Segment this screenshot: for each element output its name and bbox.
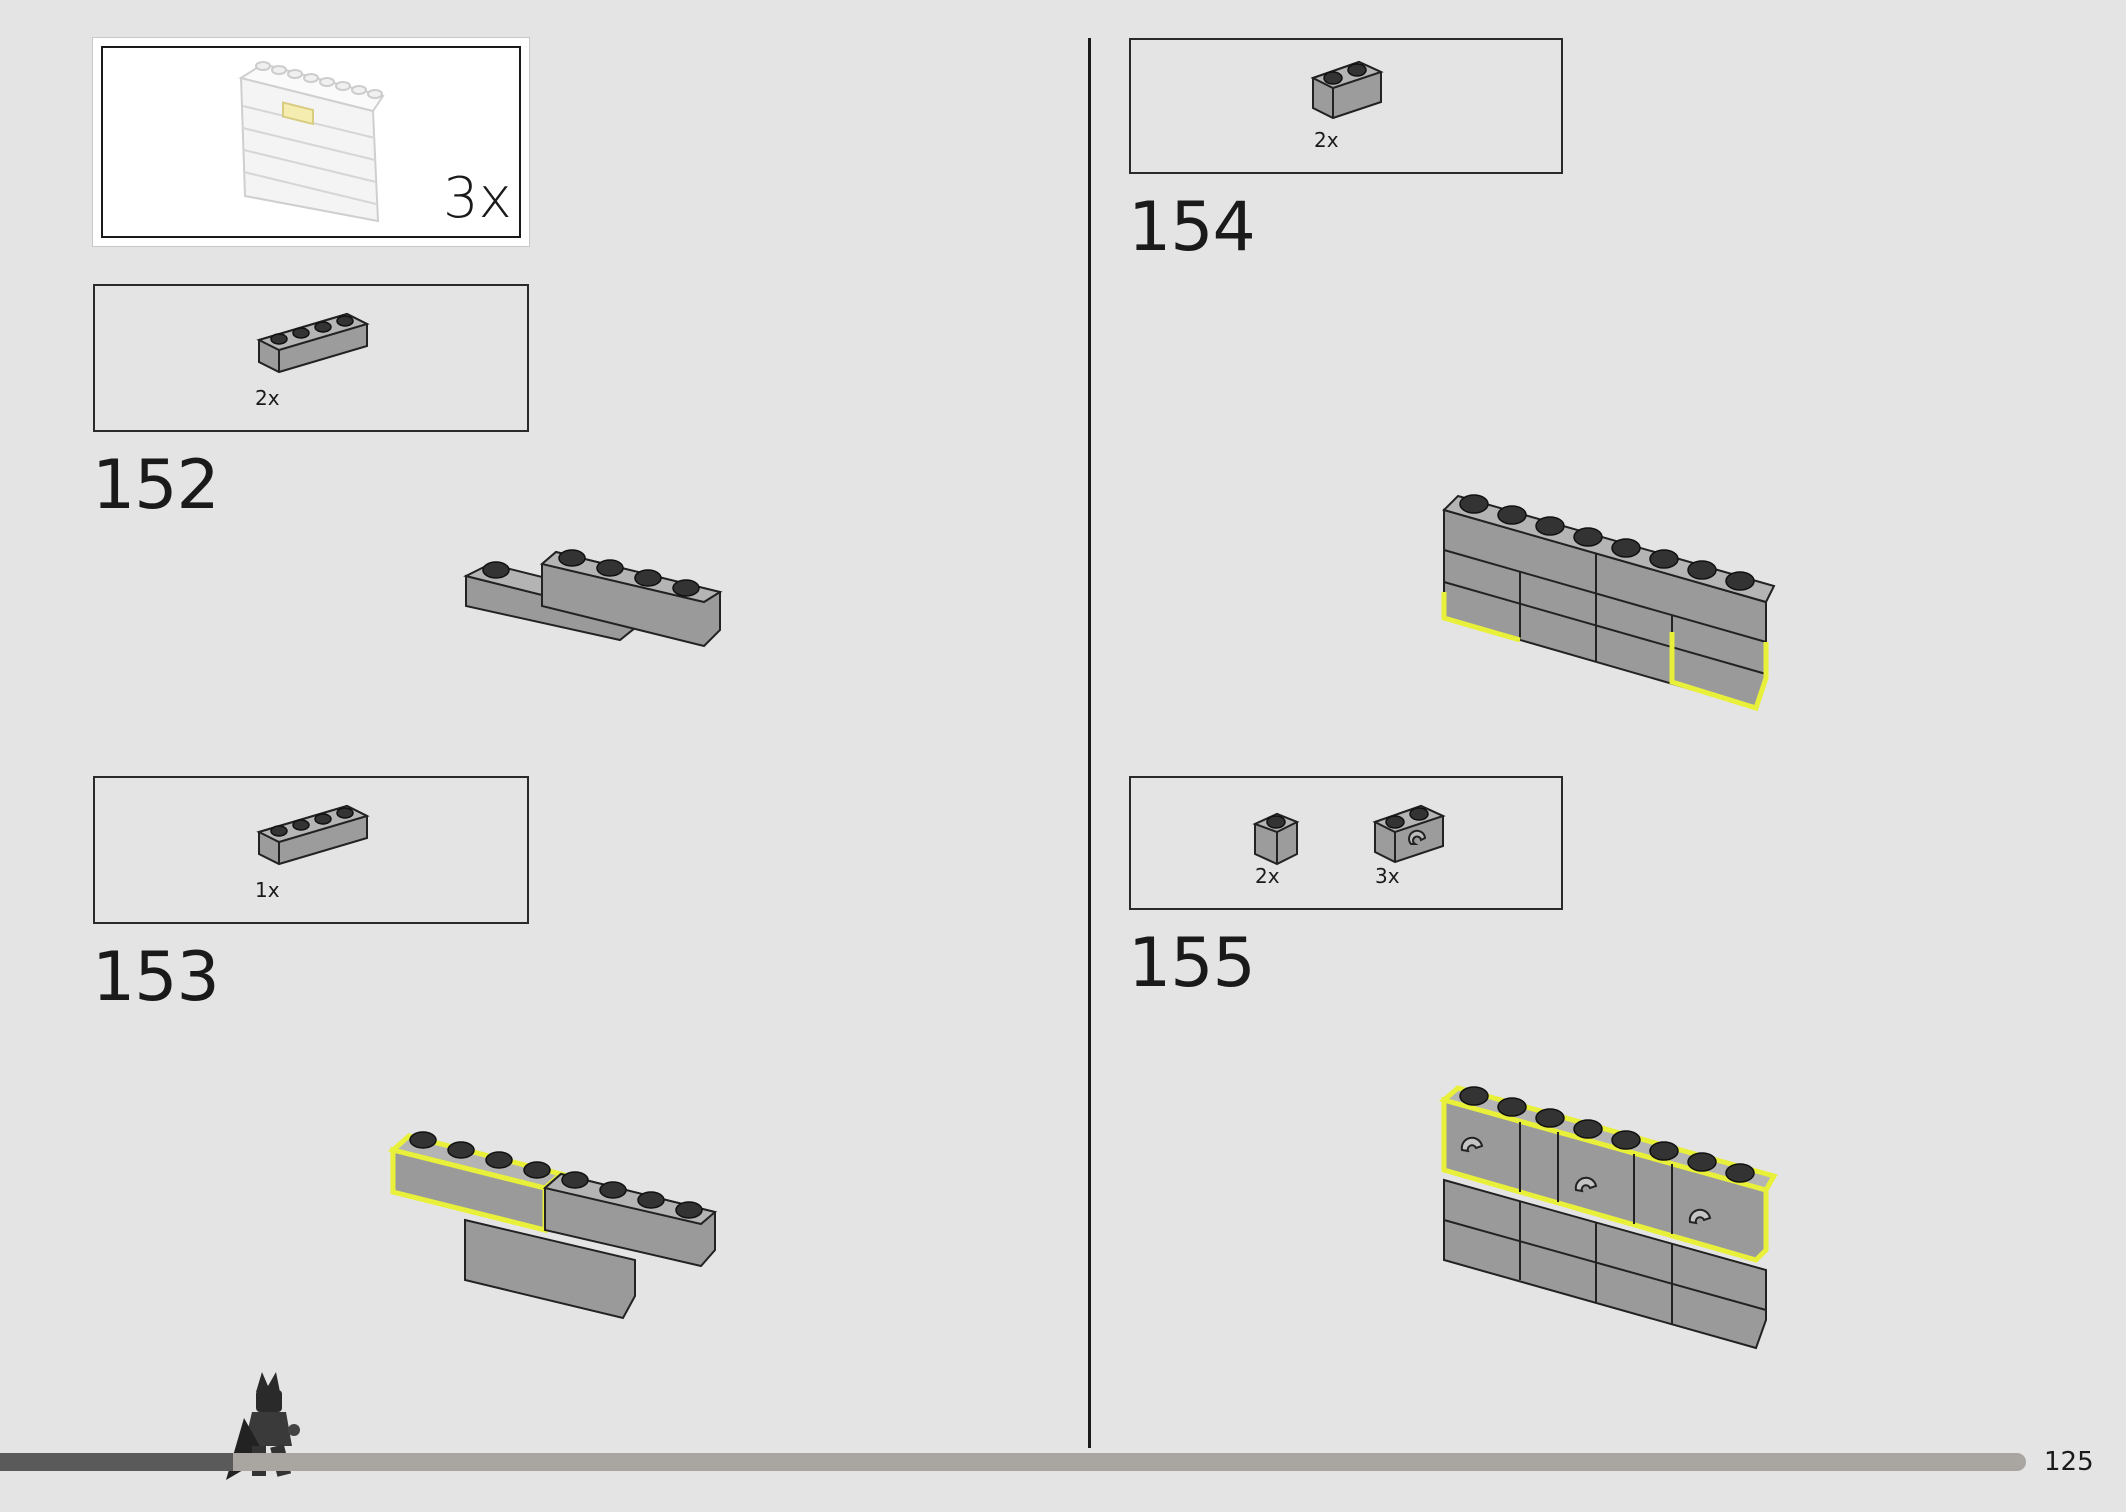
step-number-152: 152 xyxy=(92,446,220,525)
step-153-build-image xyxy=(387,1131,718,1320)
parts-callout-step-152: 2x xyxy=(93,284,529,432)
parts-callout-step-154: 2x xyxy=(1129,38,1563,174)
parts-callout-step-155: 2x 3x xyxy=(1129,776,1563,910)
brick-1x1-icon xyxy=(1252,812,1300,866)
progress-fill xyxy=(0,1453,233,1471)
part-quantity: 2x xyxy=(1314,128,1339,152)
step-155-build-image xyxy=(1438,1085,1778,1350)
step-number-154: 154 xyxy=(1128,188,1256,267)
column-divider xyxy=(1088,38,1091,1448)
brick-1x2-masonry-icon xyxy=(1310,60,1384,120)
part-quantity: 3x xyxy=(1375,864,1400,888)
part-quantity: 2x xyxy=(1255,864,1280,888)
submodel-quantity: 3x xyxy=(443,166,512,231)
progress-track xyxy=(0,1453,2026,1471)
submodel-callout: 3x xyxy=(93,38,529,246)
page-number: 125 xyxy=(2044,1447,2094,1477)
part-quantity: 2x xyxy=(255,386,280,410)
part-quantity: 1x xyxy=(255,878,280,902)
brick-1x2-clip-icon xyxy=(1372,804,1446,864)
step-152-build-image xyxy=(463,549,723,648)
step-number-153: 153 xyxy=(92,938,220,1017)
parts-callout-step-153: 1x xyxy=(93,776,529,924)
brick-1x4-masonry-icon xyxy=(256,312,370,374)
wall-submodel-image xyxy=(238,61,385,223)
submodel-callout-frame xyxy=(101,46,521,238)
step-number-155: 155 xyxy=(1128,924,1256,1003)
brick-1x4-masonry-icon xyxy=(256,804,370,866)
step-154-build-image xyxy=(1441,494,1776,712)
